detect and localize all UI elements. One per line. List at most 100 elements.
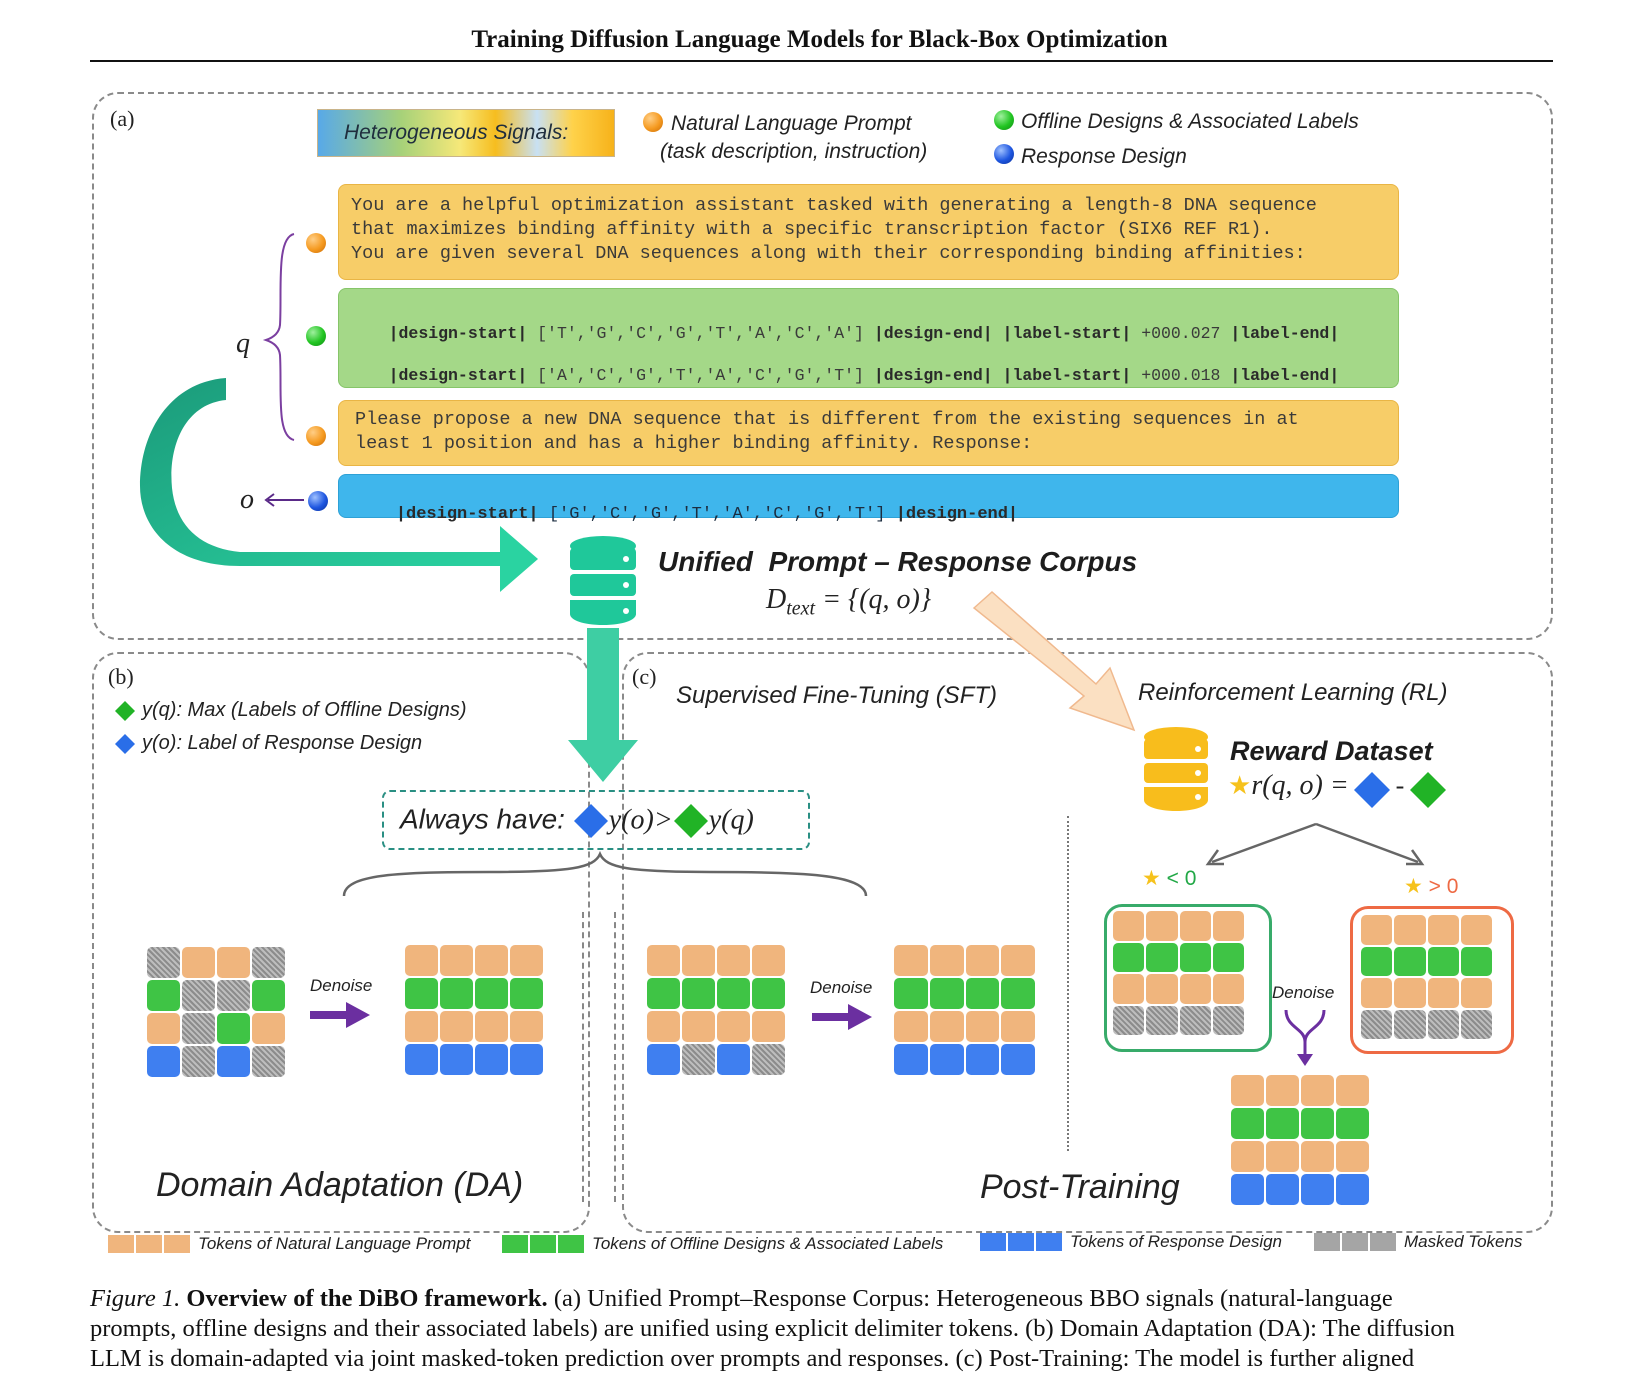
design-seq: ['A','C','G','T','A','C','G','T'] bbox=[537, 366, 864, 385]
label-start-token: |label-start| bbox=[1002, 366, 1132, 385]
offline-token bbox=[1179, 942, 1211, 972]
masked-token bbox=[147, 947, 180, 978]
offline-token bbox=[475, 978, 508, 1009]
reward-database-icon bbox=[1144, 727, 1208, 811]
nl-token bbox=[894, 945, 928, 976]
always-have-text: Always have: y(o)>y(q) bbox=[400, 803, 754, 839]
da-title: Domain Adaptation (DA) bbox=[156, 1166, 524, 1204]
offline-token bbox=[1361, 946, 1393, 976]
legend-masked-swatch bbox=[1314, 1233, 1396, 1251]
nl-token bbox=[217, 947, 250, 978]
nl-token bbox=[510, 1011, 543, 1042]
separator-line bbox=[614, 912, 616, 1202]
nl-token bbox=[1146, 911, 1178, 941]
masked-token bbox=[182, 1013, 215, 1044]
panel-b-label: (b) bbox=[108, 664, 134, 689]
gt0-text: > 0 bbox=[1428, 875, 1459, 898]
nl-token bbox=[682, 945, 715, 976]
reward-formula-text: r(q, o) = bbox=[1251, 770, 1349, 801]
negative-reward-label: ★ < 0 bbox=[1142, 866, 1196, 891]
offline-token bbox=[1266, 1108, 1299, 1139]
star-icon: ★ bbox=[1228, 770, 1252, 800]
prompt-box-instruction: Please propose a new DNA sequence that i… bbox=[338, 400, 1399, 466]
reward-title: Reward Dataset bbox=[1230, 736, 1433, 766]
offline-token bbox=[405, 978, 438, 1009]
masked-token bbox=[1361, 1009, 1393, 1039]
response-token bbox=[965, 1044, 1000, 1075]
response-token bbox=[1301, 1174, 1334, 1205]
figure-caption: Figure 1. Overview of the DiBO framework… bbox=[90, 1284, 1553, 1374]
nl-token bbox=[929, 1011, 964, 1042]
nl-token bbox=[1231, 1075, 1264, 1106]
nl-token bbox=[647, 1011, 680, 1042]
nl-token bbox=[1179, 974, 1211, 1004]
o-arrow bbox=[264, 493, 304, 507]
legend-response: Response Design bbox=[1021, 145, 1187, 168]
corpus-title: Unified Prompt – Response Corpus bbox=[658, 546, 1138, 577]
nl-token bbox=[440, 1011, 473, 1042]
legend-nl-prompt-sub: (task description, instruction) bbox=[660, 140, 928, 163]
positive-reward-label: ★ > 0 bbox=[1404, 874, 1458, 899]
formula-sub: text bbox=[786, 597, 816, 620]
nl-token bbox=[647, 945, 680, 976]
negative-sample-frame bbox=[1104, 904, 1272, 1052]
nl-token bbox=[475, 945, 508, 976]
legend-offline-swatch bbox=[502, 1235, 584, 1253]
positive-sample-frame bbox=[1350, 906, 1514, 1054]
nl-token bbox=[1427, 978, 1459, 1008]
design-start-token: |design-start| bbox=[395, 505, 539, 524]
vertical-dots: ⋮ bbox=[911, 326, 925, 342]
green-dot-icon bbox=[994, 110, 1014, 130]
nl-token bbox=[752, 1011, 785, 1042]
legend-response-swatch bbox=[980, 1233, 1062, 1251]
denoise-arrow bbox=[812, 1004, 872, 1030]
legend-masked-text: Masked Tokens bbox=[1404, 1232, 1523, 1251]
response-token bbox=[440, 1044, 473, 1075]
design-row: |design-start| ['A','C','G','T','A','C',… bbox=[349, 347, 1340, 404]
blue-diamond-icon bbox=[573, 804, 608, 838]
green-diamond-icon bbox=[673, 804, 708, 838]
nl-token bbox=[1113, 974, 1145, 1004]
offline-token bbox=[752, 978, 785, 1009]
masked-token bbox=[1179, 1005, 1211, 1035]
denoise-label: Denoise bbox=[810, 978, 873, 997]
sft-title: Supervised Fine-Tuning (SFT) bbox=[676, 682, 997, 709]
denoise-label: Denoise bbox=[1272, 983, 1335, 1002]
minus-sign: - bbox=[1395, 771, 1405, 800]
prompt-line: Please propose a new DNA sequence that i… bbox=[355, 409, 1299, 430]
nl-token bbox=[440, 945, 473, 976]
legend-offline: Offline Designs & Associated Labels bbox=[1021, 110, 1359, 133]
orange-dot-icon bbox=[306, 426, 326, 446]
offline-token bbox=[252, 980, 285, 1011]
prompt-box-task: You are a helpful optimization assistant… bbox=[338, 184, 1399, 280]
nl-token bbox=[965, 1011, 1000, 1042]
token-grid-sft-output bbox=[893, 944, 1036, 1076]
corpus-formula: Dtext = {(q, o)} bbox=[766, 584, 931, 621]
nl-token bbox=[1001, 1011, 1035, 1042]
response-token bbox=[1266, 1174, 1299, 1205]
offline-token bbox=[1427, 946, 1459, 976]
response-token bbox=[405, 1044, 438, 1075]
panel-a bbox=[92, 92, 1553, 640]
green-dot-icon bbox=[306, 326, 326, 346]
nl-token bbox=[929, 945, 964, 976]
panel-c bbox=[622, 652, 1553, 1233]
nl-token bbox=[894, 1011, 928, 1042]
denoise-arrow bbox=[310, 1002, 370, 1028]
legend-yq: y(q): Max (Labels of Offline Designs) bbox=[142, 699, 467, 721]
response-row: |design-start| ['G','C','G','T','A','C',… bbox=[355, 486, 1018, 543]
response-token bbox=[717, 1044, 750, 1075]
label-end-token: |label-end| bbox=[1230, 366, 1340, 385]
masked-token bbox=[1113, 1005, 1145, 1035]
blue-dot-icon bbox=[994, 144, 1014, 164]
nl-token bbox=[405, 1011, 438, 1042]
denoise-label: Denoise bbox=[310, 976, 373, 995]
masked-token bbox=[1146, 1005, 1178, 1035]
nl-token bbox=[1460, 915, 1492, 945]
nl-token bbox=[1179, 911, 1211, 941]
separator-line bbox=[1067, 816, 1069, 1151]
caption-bold: Overview of the DiBO framework. bbox=[186, 1285, 548, 1312]
prompt-line: that maximizes binding affinity with a s… bbox=[351, 219, 1273, 240]
masked-token bbox=[752, 1044, 785, 1075]
offline-token bbox=[1146, 942, 1178, 972]
